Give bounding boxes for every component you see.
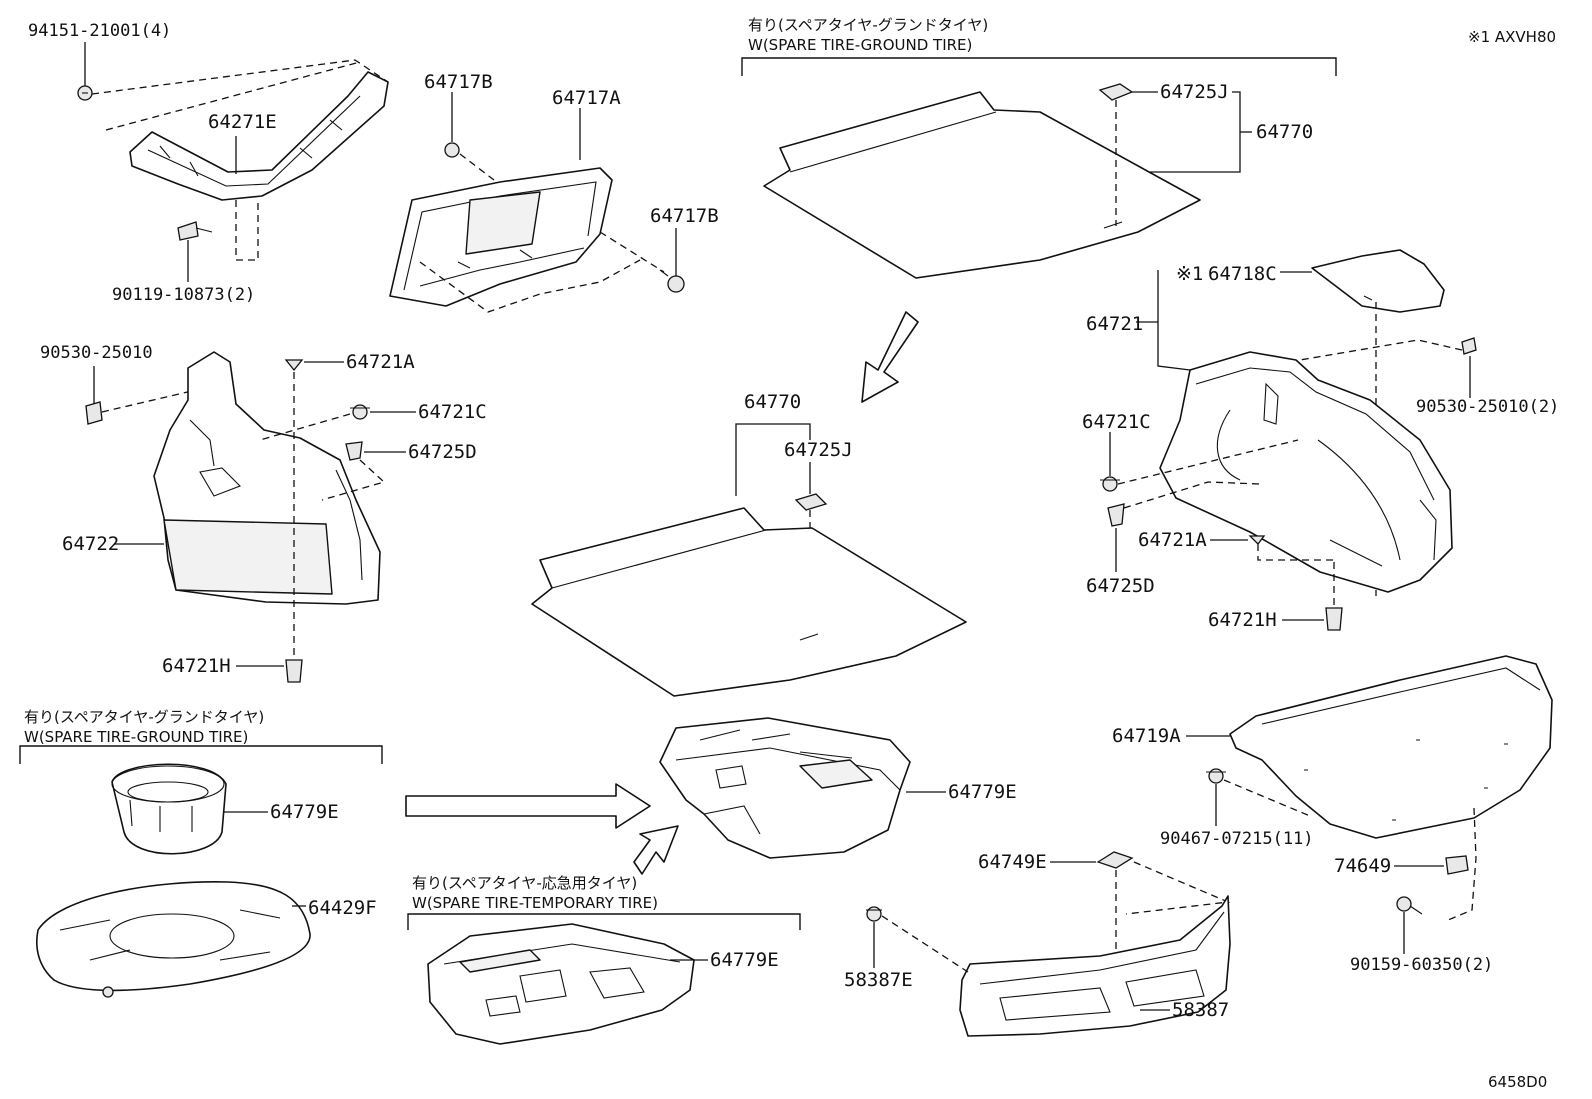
part-64429F-base[interactable] xyxy=(36,881,311,998)
label-64779E-bot: 64779E xyxy=(710,949,779,971)
label-64725J-mid: 64725J xyxy=(784,439,853,461)
bolt-90119-icon xyxy=(177,221,213,241)
label-90530-l: 90530-25010 xyxy=(40,343,153,363)
label-64721C-r: 64721C xyxy=(1082,411,1151,433)
variant-ground-top-en: W(SPARE TIRE-GROUND TIRE) xyxy=(748,36,972,54)
clip-64721C-r-icon xyxy=(1100,476,1120,492)
part-64717A-panel[interactable] xyxy=(389,167,613,307)
clip-64725D-r-icon xyxy=(1107,503,1125,527)
label-94151: 94151-21001(4) xyxy=(28,21,171,41)
label-64721H-l: 64721H xyxy=(162,655,231,677)
label-64717B-a: 64717B xyxy=(424,71,493,93)
label-58387: 58387 xyxy=(1172,999,1229,1021)
part-64721-trim-right[interactable] xyxy=(1159,351,1453,593)
variant-ground-left-en: W(SPARE TIRE-GROUND TIRE) xyxy=(24,728,248,746)
label-58387E: 58387E xyxy=(844,969,913,991)
label-64725D-l: 64725D xyxy=(408,441,477,463)
clip-74649-icon xyxy=(1445,855,1469,875)
label-90467: 90467-07215(11) xyxy=(1160,829,1314,849)
label-64429F: 64429F xyxy=(308,897,377,919)
label-64718C-mark: ※1 xyxy=(1176,263,1203,285)
label-64722: 64722 xyxy=(62,533,119,555)
label-90530-r: 90530-25010(2) xyxy=(1416,397,1559,417)
diagram-code: 6458D0 xyxy=(1488,1073,1547,1091)
label-64721H-r: 64721H xyxy=(1208,609,1277,631)
clip-64717B-b-icon xyxy=(659,269,685,293)
part-64770-mat-top[interactable] xyxy=(763,91,1201,279)
label-64725D-r: 64725D xyxy=(1086,575,1155,597)
clip-64721H-l-icon xyxy=(285,659,303,683)
variant-temporary-jp: 有り(スペアタイヤ-応急用タイヤ) xyxy=(412,874,637,892)
clip-64725J-mid-icon xyxy=(794,493,828,511)
part-64722-trim-left[interactable] xyxy=(153,351,381,605)
arrow-down-left-icon xyxy=(861,311,919,403)
clip-64717B-a-icon xyxy=(444,142,460,158)
clip-90530-r-icon xyxy=(1461,337,1477,355)
arrow-right-icon xyxy=(405,783,651,829)
bolt-94151-icon xyxy=(77,85,93,101)
label-64721-r: 64721 xyxy=(1086,313,1143,335)
part-64779E-tray-mid[interactable] xyxy=(659,717,911,859)
clip-58387E-icon xyxy=(866,906,882,922)
label-64718C: 64718C xyxy=(1208,263,1277,285)
label-64749E: 64749E xyxy=(978,851,1047,873)
label-90119: 90119-10873(2) xyxy=(112,285,255,305)
label-64770-top: 64770 xyxy=(1256,121,1313,143)
label-64779E-mid: 64779E xyxy=(948,781,1017,803)
model-note: ※1 AXVH80 xyxy=(1468,28,1556,46)
part-64719A-cover[interactable] xyxy=(1229,655,1553,839)
label-90159: 90159-60350(2) xyxy=(1350,955,1493,975)
label-64721A-r: 64721A xyxy=(1138,529,1207,551)
part-64718C-cover[interactable] xyxy=(1311,249,1445,313)
screw-64721A-l-icon xyxy=(284,359,304,372)
clip-64721C-l-icon xyxy=(350,404,370,420)
arrow-up-right-icon xyxy=(633,825,679,875)
label-64717B-b: 64717B xyxy=(650,205,719,227)
part-64271E-rail[interactable] xyxy=(129,71,389,201)
clip-64725J-top-icon xyxy=(1098,83,1134,101)
label-64721C-l: 64721C xyxy=(418,401,487,423)
clip-64749E-icon xyxy=(1096,851,1134,869)
label-64779E-left: 64779E xyxy=(270,801,339,823)
clip-90467-icon xyxy=(1206,768,1226,784)
label-64719A: 64719A xyxy=(1112,725,1181,747)
label-64721A-l: 64721A xyxy=(346,351,415,373)
part-64779E-ring[interactable] xyxy=(111,763,227,855)
part-64770-mat-mid[interactable] xyxy=(531,507,967,697)
variant-temporary-en: W(SPARE TIRE-TEMPORARY TIRE) xyxy=(412,894,658,912)
part-58387-scuff-plate[interactable] xyxy=(959,895,1231,1037)
variant-ground-left-jp: 有り(スペアタイヤ-グランドタイヤ) xyxy=(24,708,264,726)
clip-64725D-l-icon xyxy=(345,441,363,461)
clip-90530-l-icon xyxy=(85,401,103,425)
label-64717A: 64717A xyxy=(552,87,621,109)
clip-64721H-r-icon xyxy=(1325,607,1343,631)
screw-64721A-r-icon xyxy=(1248,535,1266,545)
label-64770-mid: 64770 xyxy=(744,391,801,413)
variant-ground-top-jp: 有り(スペアタイヤ-グランドタイヤ) xyxy=(748,16,988,34)
label-74649: 74649 xyxy=(1334,855,1391,877)
label-64271E: 64271E xyxy=(208,111,277,133)
part-64779E-tray-bot[interactable] xyxy=(427,923,695,1045)
label-64725J-top: 64725J xyxy=(1160,81,1229,103)
bolt-90159-icon xyxy=(1396,896,1423,915)
